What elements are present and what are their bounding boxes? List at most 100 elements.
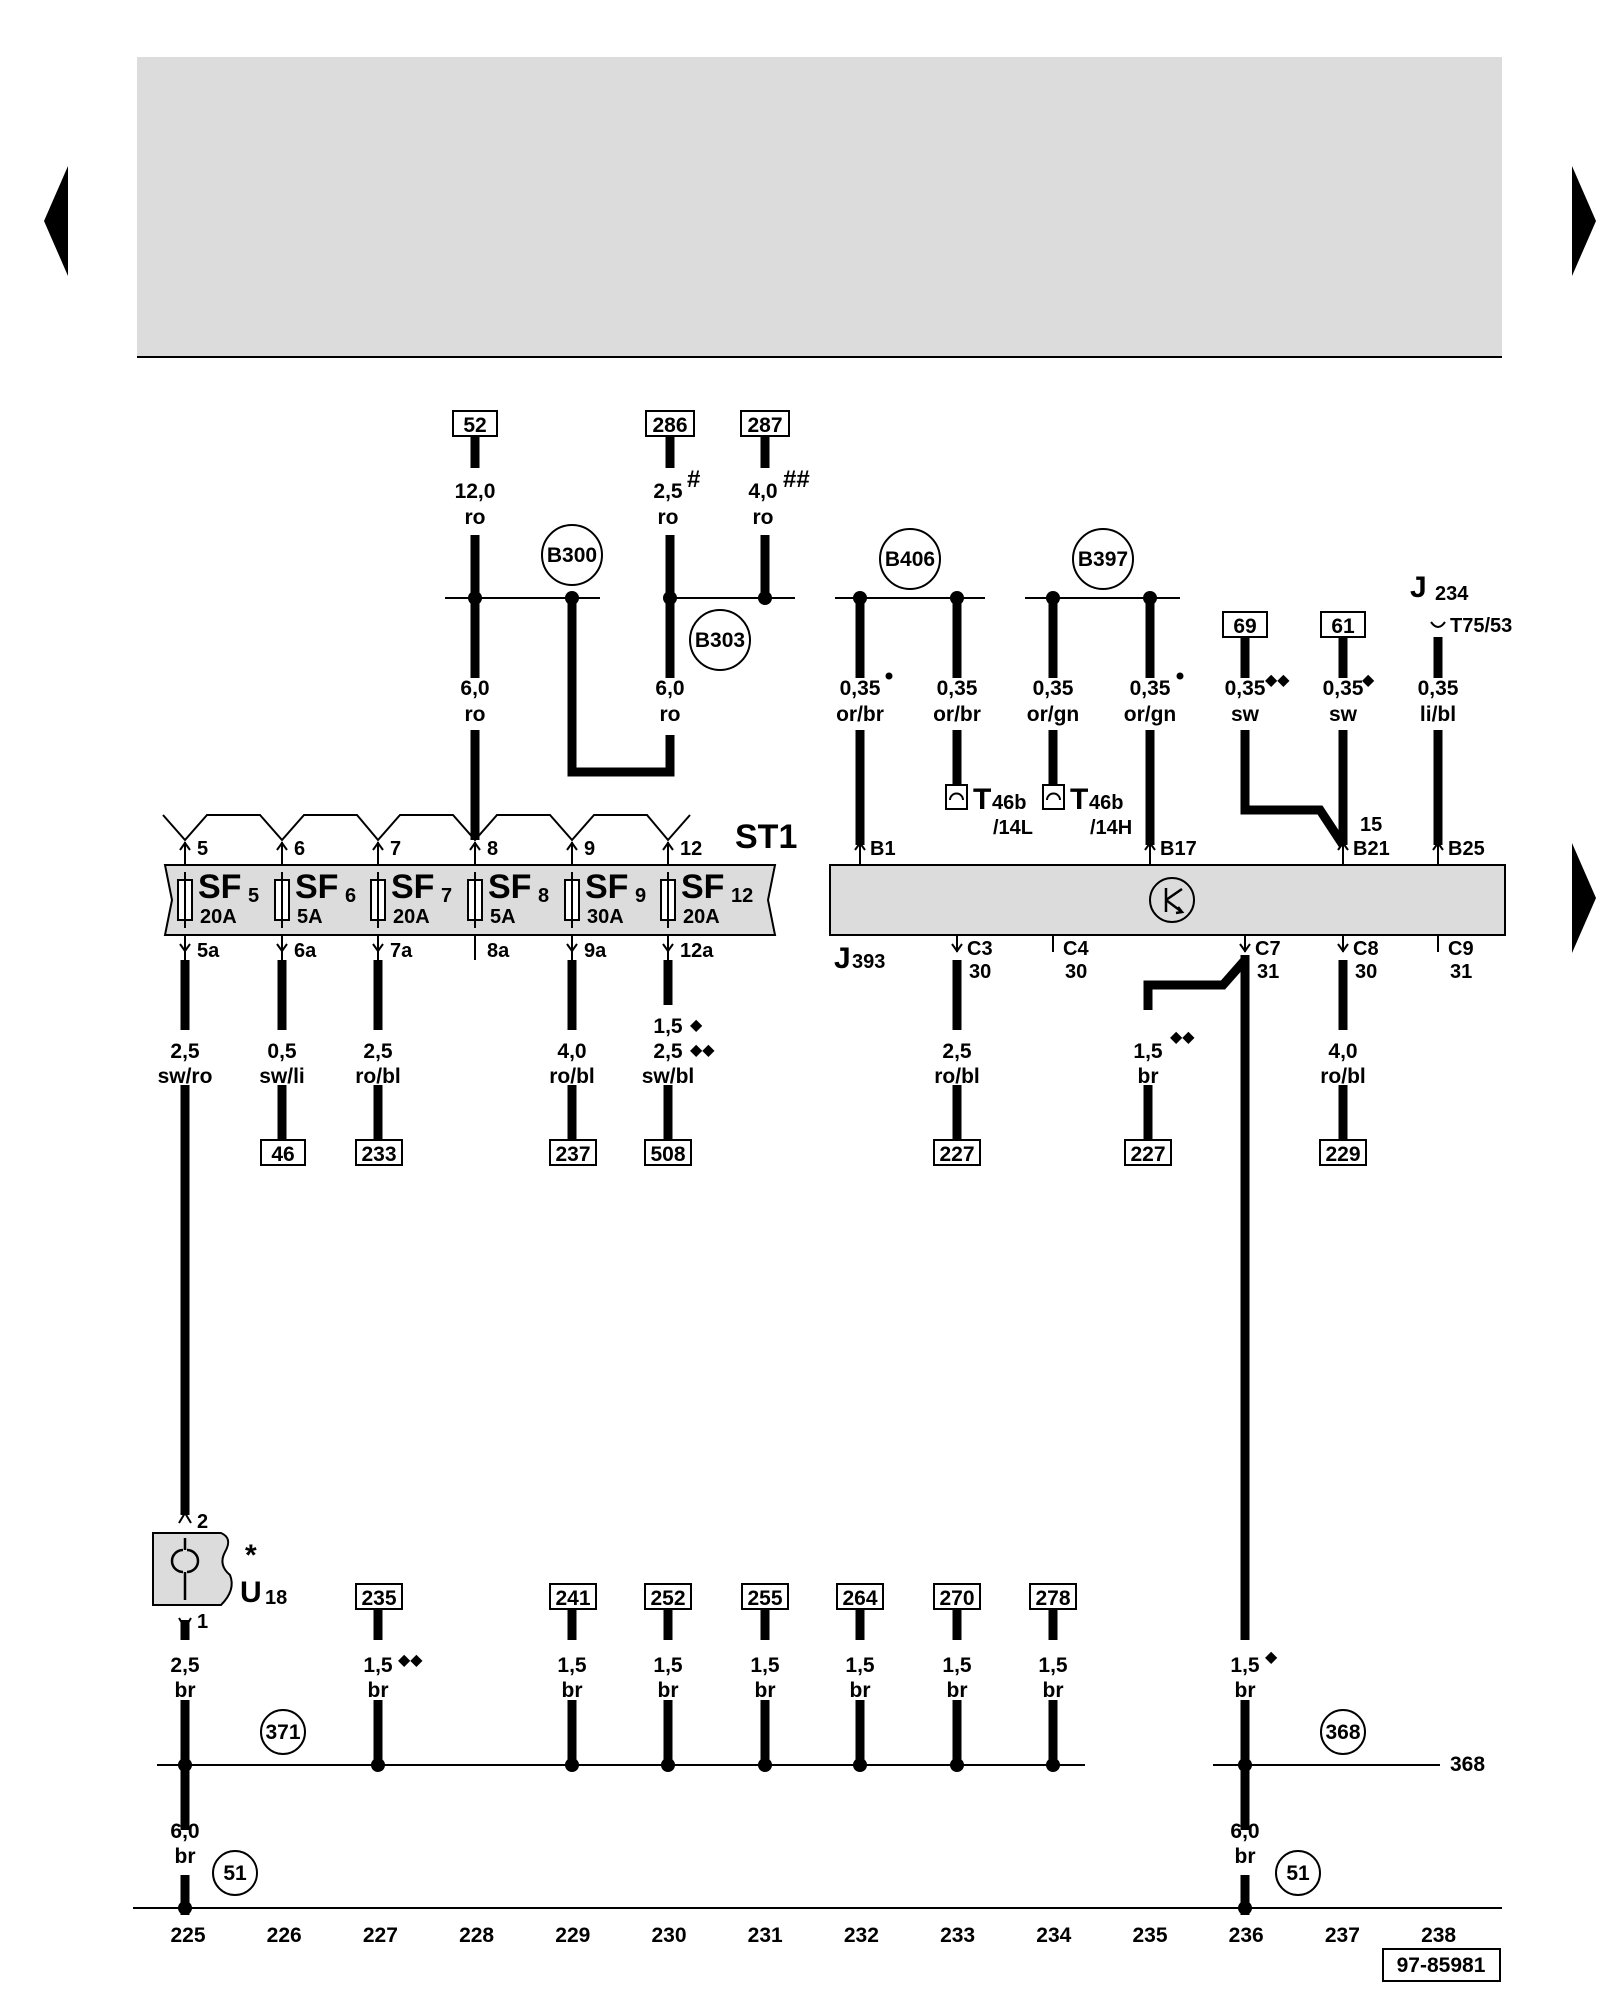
wire-label: br xyxy=(755,1679,776,1702)
diamond-marker: ◆◆ xyxy=(1265,672,1290,689)
diamond-marker: ◆◆ xyxy=(690,1042,715,1059)
fuse-amp: 20A xyxy=(393,906,430,928)
wire-label: 2,5 xyxy=(363,1040,393,1063)
splice-B406[interactable]: B406 xyxy=(885,548,935,571)
splice-B300[interactable]: B300 xyxy=(547,544,597,567)
fuse-in-pin: 9 xyxy=(584,838,595,860)
diamond-marker: ◆ xyxy=(1362,672,1375,689)
ref-circle-368[interactable]: 368 xyxy=(1325,1721,1360,1744)
wire-label: ro xyxy=(658,506,679,529)
ref-252[interactable]: 252 xyxy=(650,1587,685,1610)
wire-label: 4,0 xyxy=(1328,1040,1357,1063)
wire-label: 1,5 xyxy=(1038,1654,1068,1677)
j234-pin-icon xyxy=(1430,621,1446,628)
wire-label: 0,35 xyxy=(1225,677,1266,700)
wire-label: 6,0 xyxy=(655,677,684,700)
ref-255[interactable]: 255 xyxy=(747,1587,782,1610)
fuse-num: 7 xyxy=(441,885,452,907)
wire-label: 6,0 xyxy=(1230,1820,1259,1843)
fuse-in-pin: 12 xyxy=(680,838,702,860)
fuse-out-pin: 12a xyxy=(680,940,714,962)
j234-pin: T75/53 xyxy=(1450,615,1512,637)
wire-label: 1,5 xyxy=(845,1654,875,1677)
ref-264[interactable]: 264 xyxy=(842,1587,877,1610)
fuse-amp: 20A xyxy=(200,906,237,928)
diamond-marker: ◆◆ xyxy=(398,1652,423,1669)
column-number: 238 xyxy=(1421,1924,1456,1947)
ref-237[interactable]: 237 xyxy=(555,1143,590,1166)
ref-61[interactable]: 61 xyxy=(1331,615,1355,638)
triangle-right-icon[interactable] xyxy=(1572,166,1596,276)
wire-label: 4,0 xyxy=(557,1040,586,1063)
splice-B397[interactable]: B397 xyxy=(1078,548,1128,571)
wire-label: 0,35 xyxy=(1418,677,1459,700)
splice-B303[interactable]: B303 xyxy=(695,629,745,652)
fuse-amp: 5A xyxy=(297,906,323,928)
ref-69[interactable]: 69 xyxy=(1233,615,1256,638)
triangle-right-icon[interactable] xyxy=(1572,843,1596,953)
fuse-label: SF xyxy=(198,868,241,906)
fuse-label: SF xyxy=(681,868,724,906)
column-number: 227 xyxy=(363,1924,398,1947)
wire-label: ro xyxy=(753,506,774,529)
dot-marker xyxy=(1176,672,1184,680)
fuse-label: SF xyxy=(488,868,531,906)
u18-name: U xyxy=(240,1576,262,1609)
wire-label: or/gn xyxy=(1124,703,1177,726)
column-number: 230 xyxy=(651,1924,686,1947)
module-sub: 393 xyxy=(852,951,885,973)
fuse-out-pin: 5a xyxy=(197,940,220,962)
wire-label: 0,5 xyxy=(267,1040,297,1063)
svg-text:B21: B21 xyxy=(1353,838,1390,860)
top-wiring xyxy=(445,435,1443,848)
dot-marker xyxy=(885,672,893,680)
svg-text:30: 30 xyxy=(1355,961,1377,983)
ref-508[interactable]: 508 xyxy=(650,1143,685,1166)
ref-287[interactable]: 287 xyxy=(747,414,782,437)
ref-286[interactable]: 286 xyxy=(652,414,687,437)
svg-text:C7: C7 xyxy=(1255,938,1281,960)
ref-270[interactable]: 270 xyxy=(939,1587,974,1610)
ref-boxes-row1 xyxy=(260,1139,1367,1166)
svg-text:B1: B1 xyxy=(870,838,896,860)
diamond-marker: ◆ xyxy=(690,1017,703,1034)
ref-227[interactable]: 227 xyxy=(939,1143,974,1166)
ref-52[interactable]: 52 xyxy=(463,414,486,437)
ref-227[interactable]: 227 xyxy=(1130,1143,1165,1166)
ref-boxes-row2 xyxy=(355,1583,1077,1610)
wire-label: 0,35 xyxy=(1033,677,1074,700)
svg-text:30: 30 xyxy=(1065,961,1087,983)
triangle-left-icon[interactable] xyxy=(44,166,68,276)
svg-text:B17: B17 xyxy=(1160,838,1197,860)
ref-229[interactable]: 229 xyxy=(1325,1143,1360,1166)
wire-label: br xyxy=(1235,1845,1256,1868)
fuse-label: SF xyxy=(585,868,628,906)
t46b-pin: /14L xyxy=(993,817,1033,839)
fuse-out-pin: 6a xyxy=(294,940,317,962)
wire-label: br xyxy=(850,1679,871,1702)
ref-circle-51[interactable]: 51 xyxy=(223,1862,247,1885)
wire-label: 1,5 xyxy=(750,1654,780,1677)
wire-label: br xyxy=(175,1845,196,1868)
ref-241[interactable]: 241 xyxy=(555,1587,590,1610)
wire-label: 0,35 xyxy=(1130,677,1171,700)
ref-circle-371[interactable]: 371 xyxy=(265,1721,300,1744)
ref-46[interactable]: 46 xyxy=(271,1143,294,1166)
ref-278[interactable]: 278 xyxy=(1035,1587,1070,1610)
ref-circle-51[interactable]: 51 xyxy=(1286,1862,1310,1885)
wire-label: or/br xyxy=(933,703,981,726)
svg-text:B25: B25 xyxy=(1448,838,1485,860)
wire-label: sw/bl xyxy=(642,1065,695,1088)
ref-235[interactable]: 235 xyxy=(361,1587,396,1610)
relay-U18 xyxy=(152,1511,233,1630)
ref-233[interactable]: 233 xyxy=(361,1143,396,1166)
module-pin-B1: B1 xyxy=(854,838,896,865)
